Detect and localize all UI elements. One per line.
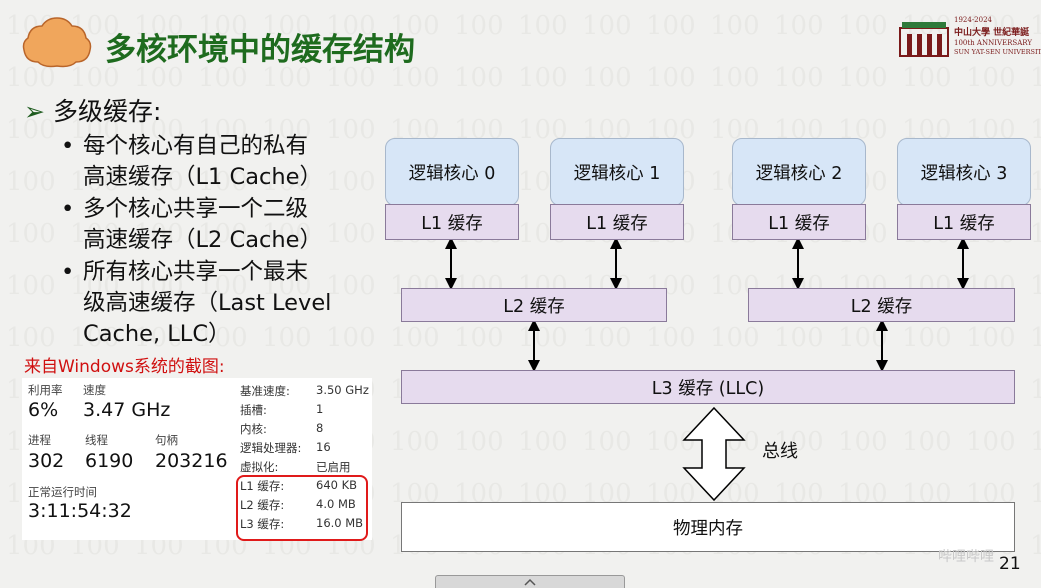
logical-core-1: 逻辑核心 1 bbox=[550, 138, 684, 206]
player-control-tab[interactable] bbox=[435, 575, 625, 588]
sub-bullet-line: 高速缓存（L2 Cache） bbox=[83, 227, 322, 253]
logical-core-2: 逻辑核心 2 bbox=[732, 138, 866, 206]
processes-label: 进程 bbox=[28, 433, 51, 447]
screenshot-caption: 来自Windows系统的截图: bbox=[24, 357, 225, 377]
cache-highlight-box bbox=[236, 475, 368, 541]
speed-label: 速度 bbox=[83, 383, 106, 397]
logical-core-3: 逻辑核心 3 bbox=[897, 138, 1031, 206]
sysu-gate-icon bbox=[899, 22, 949, 57]
spec-value: 已启用 bbox=[316, 460, 351, 474]
spec-value: 1 bbox=[316, 402, 324, 416]
processes-value: 302 bbox=[28, 450, 65, 472]
uptime-label: 正常运行时间 bbox=[28, 485, 97, 499]
l1-cache-2: L1 缓存 bbox=[732, 204, 866, 240]
logical-core-0: 逻辑核心 0 bbox=[385, 138, 519, 206]
dot-bullet-icon: • bbox=[61, 259, 75, 285]
l1-cache-1: L1 缓存 bbox=[550, 204, 684, 240]
sub-bullet-2: • 多个核心共享一个二级 高速缓存（L2 Cache） bbox=[61, 194, 322, 256]
spec-label: 虚拟化: bbox=[240, 460, 279, 474]
sub-bullet-line: Cache, LLC） bbox=[83, 321, 231, 347]
title-badge-icon bbox=[22, 17, 92, 68]
handles-value: 203216 bbox=[155, 450, 228, 472]
spec-label: L1 缓存: bbox=[240, 479, 285, 493]
main-bullet: ➢多级缓存: bbox=[24, 92, 161, 128]
l1-cache-3: L1 缓存 bbox=[897, 204, 1031, 240]
spec-label: 内核: bbox=[240, 422, 267, 436]
spec-value: 4.0 MB bbox=[316, 497, 356, 511]
speed-value: 3.47 GHz bbox=[83, 399, 171, 421]
logo-years: 1924-2024 bbox=[954, 16, 992, 24]
threads-value: 6190 bbox=[85, 450, 134, 472]
sub-bullet-line: 所有核心共享一个最末 bbox=[83, 259, 309, 285]
l2-cache-left: L2 缓存 bbox=[401, 288, 667, 322]
logo-name-cn: 中山大學 世紀華誕 bbox=[954, 28, 1030, 38]
spec-label: 基准速度: bbox=[240, 384, 290, 398]
sub-bullet-3: • 所有核心共享一个最末 级高速缓存（Last Level Cache, LLC… bbox=[61, 257, 332, 350]
spec-value: 16.0 MB bbox=[316, 516, 364, 530]
spec-value: 8 bbox=[316, 421, 324, 435]
utilization-value: 6% bbox=[28, 399, 59, 421]
logo-anniversary: 100th ANNIVERSARY bbox=[954, 39, 1032, 47]
dot-bullet-icon: • bbox=[61, 133, 75, 159]
utilization-label: 利用率 bbox=[28, 383, 63, 397]
spec-value: 640 KB bbox=[316, 478, 358, 492]
handles-label: 句柄 bbox=[155, 433, 178, 447]
chevron-up-icon bbox=[524, 578, 536, 586]
sub-bullet-line: 高速缓存（L1 Cache） bbox=[83, 164, 322, 190]
bus-label: 总线 bbox=[762, 441, 798, 462]
spec-value: 16 bbox=[316, 440, 331, 454]
video-watermark: 哔哩哔哩 bbox=[938, 549, 994, 565]
spec-label: L3 缓存: bbox=[240, 517, 285, 531]
sub-bullet-line: 级高速缓存（Last Level bbox=[83, 290, 332, 316]
l1-cache-0: L1 缓存 bbox=[385, 204, 519, 240]
sub-bullet-line: 多个核心共享一个二级 bbox=[83, 196, 309, 222]
dot-bullet-icon: • bbox=[61, 196, 75, 222]
spec-label: L2 缓存: bbox=[240, 498, 285, 512]
arrow-bullet-icon: ➢ bbox=[24, 97, 45, 126]
l3-cache-llc: L3 缓存 (LLC) bbox=[401, 370, 1015, 404]
sub-bullet-1: • 每个核心有自己的私有 高速缓存（L1 Cache） bbox=[61, 131, 322, 193]
uptime-value: 3:11:54:32 bbox=[28, 500, 132, 522]
l2-cache-right: L2 缓存 bbox=[748, 288, 1015, 322]
slide-title: 多核环境中的缓存结构 bbox=[105, 32, 415, 68]
threads-label: 线程 bbox=[85, 433, 108, 447]
physical-memory: 物理内存 bbox=[401, 502, 1015, 552]
spec-value: 3.50 GHz bbox=[316, 383, 369, 397]
spec-label: 逻辑处理器: bbox=[240, 441, 302, 455]
windows-performance-panel: 利用率 6% 速度 3.47 GHz 进程 302 线程 6190 句柄 203… bbox=[22, 378, 372, 540]
spec-label: 插槽: bbox=[240, 403, 267, 417]
logo-university: SUN YAT-SEN UNIVERSITY bbox=[954, 48, 1041, 56]
bus-double-arrow bbox=[682, 406, 746, 502]
main-bullet-text: 多级缓存: bbox=[52, 97, 162, 126]
sub-bullet-line: 每个核心有自己的私有 bbox=[83, 133, 309, 159]
page-number: 21 bbox=[999, 554, 1021, 574]
university-logo: 1924-2024 中山大學 世紀華誕 100th ANNIVERSARY SU… bbox=[896, 16, 1041, 62]
